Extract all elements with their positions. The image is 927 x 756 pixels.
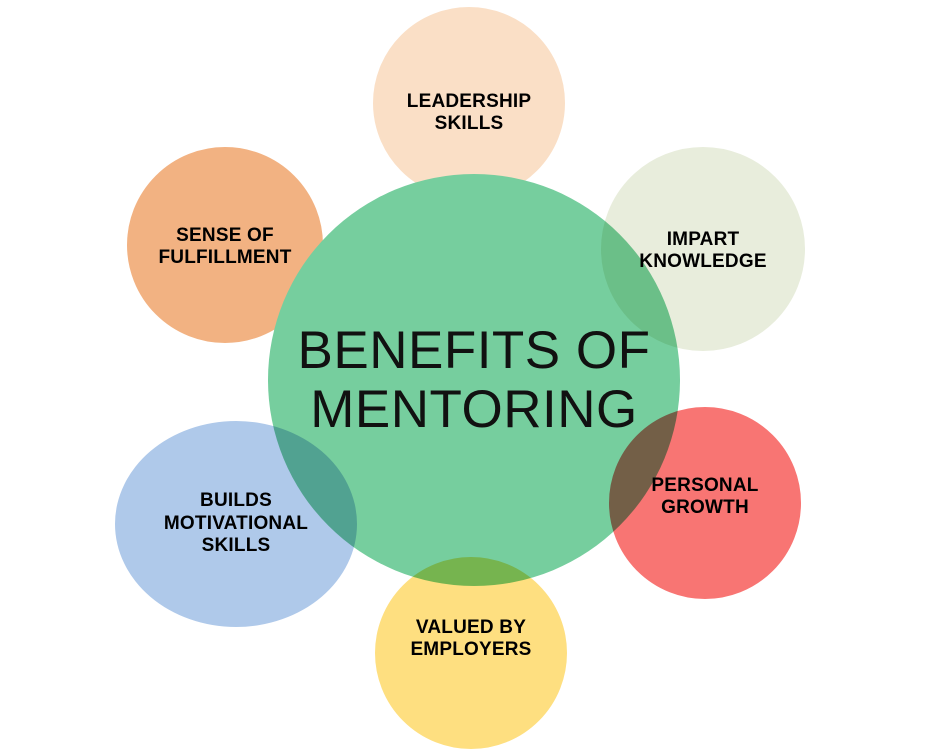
petal-valued-by-employers-label: VALUED BY EMPLOYERS bbox=[381, 617, 561, 662]
petal-valued-line2: EMPLOYERS bbox=[410, 639, 532, 660]
petal-builds-line3: SKILLS bbox=[201, 535, 271, 557]
petal-impart-line2: KNOWLEDGE bbox=[639, 251, 767, 272]
petal-sense-line2: FULFILLMENT bbox=[158, 247, 292, 268]
petal-impart-knowledge-label: IMPART KNOWLEDGE bbox=[613, 229, 793, 274]
petal-leadership-skills-label: LEADERSHIP SKILLS bbox=[384, 91, 554, 136]
petal-sense-line1: SENSE OF bbox=[176, 224, 274, 246]
petal-personal-line2: GROWTH bbox=[661, 497, 749, 518]
petal-leadership-skills[interactable]: LEADERSHIP SKILLS bbox=[368, 2, 570, 204]
petal-sense-of-fulfillment[interactable]: SENSE OF FULFILLMENT bbox=[122, 142, 328, 348]
hub-title-line2: MENTORING bbox=[310, 380, 638, 439]
petal-leadership-line2: SKILLS bbox=[434, 113, 504, 134]
petal-personal-line1: PERSONAL bbox=[651, 474, 759, 496]
petal-impart-knowledge[interactable]: IMPART KNOWLEDGE bbox=[596, 142, 810, 356]
petal-personal-growth[interactable]: PERSONAL GROWTH bbox=[604, 402, 806, 604]
hub-title-line1: BENEFITS OF bbox=[297, 320, 651, 380]
petal-builds-motivational-skills[interactable]: BUILDS MOTIVATIONAL SKILLS bbox=[110, 416, 362, 632]
hub-title: BENEFITS OF MENTORING bbox=[294, 321, 654, 440]
petal-sense-of-fulfillment-label: SENSE OF FULFILLMENT bbox=[136, 225, 314, 270]
petal-impart-line1: IMPART bbox=[666, 228, 740, 250]
petal-leadership-line1: LEADERSHIP bbox=[406, 90, 532, 112]
petal-valued-by-employers[interactable]: VALUED BY EMPLOYERS bbox=[370, 552, 572, 754]
petal-personal-growth-label: PERSONAL GROWTH bbox=[620, 475, 790, 520]
petal-builds-motivational-skills-label: BUILDS MOTIVATIONAL SKILLS bbox=[141, 490, 331, 557]
petal-builds-line2: MOTIVATIONAL bbox=[163, 512, 309, 534]
petal-builds-line1: BUILDS bbox=[200, 490, 272, 512]
petal-valued-line1: VALUED BY bbox=[415, 616, 527, 638]
